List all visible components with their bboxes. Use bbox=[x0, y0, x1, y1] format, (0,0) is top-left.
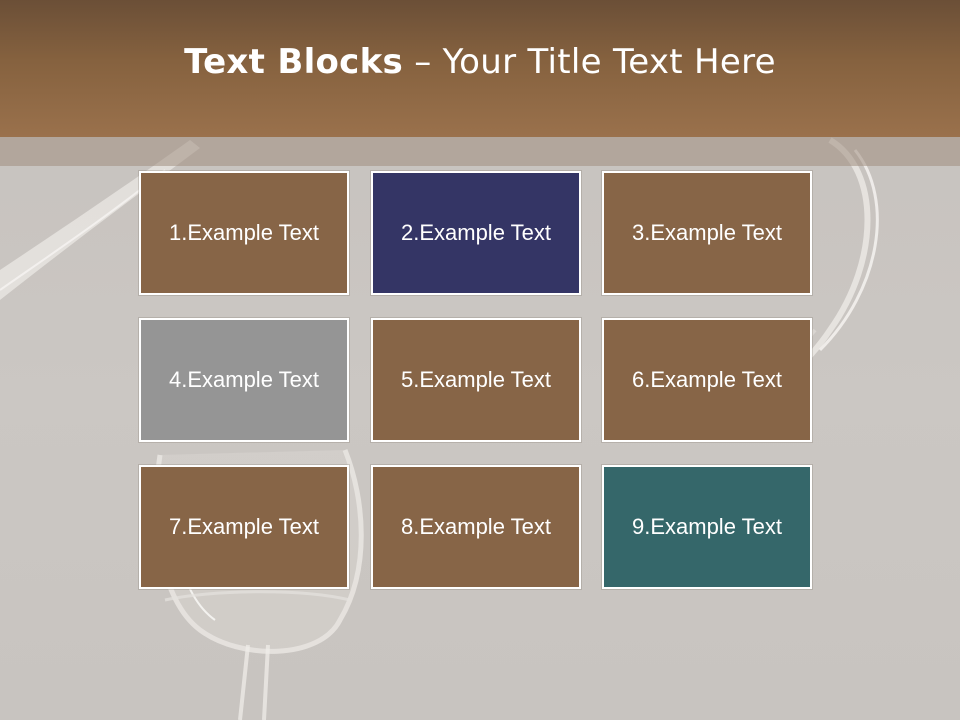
title-shadow-band bbox=[0, 137, 960, 166]
title-bar: Text Blocks – Your Title Text Here bbox=[0, 0, 960, 137]
text-block-7[interactable]: 7.Example Text bbox=[139, 465, 349, 589]
title-normal: Your Title Text Here bbox=[442, 42, 776, 82]
slide-title: Text Blocks – Your Title Text Here bbox=[184, 42, 776, 82]
text-block-4[interactable]: 4.Example Text bbox=[139, 318, 349, 442]
text-block-5[interactable]: 5.Example Text bbox=[371, 318, 581, 442]
text-block-3[interactable]: 3.Example Text bbox=[602, 171, 812, 295]
title-separator: – bbox=[403, 42, 443, 82]
text-block-1[interactable]: 1.Example Text bbox=[139, 171, 349, 295]
text-block-9[interactable]: 9.Example Text bbox=[602, 465, 812, 589]
title-bold: Text Blocks bbox=[184, 42, 404, 82]
text-block-2[interactable]: 2.Example Text bbox=[371, 171, 581, 295]
text-block-8[interactable]: 8.Example Text bbox=[371, 465, 581, 589]
text-block-6[interactable]: 6.Example Text bbox=[602, 318, 812, 442]
